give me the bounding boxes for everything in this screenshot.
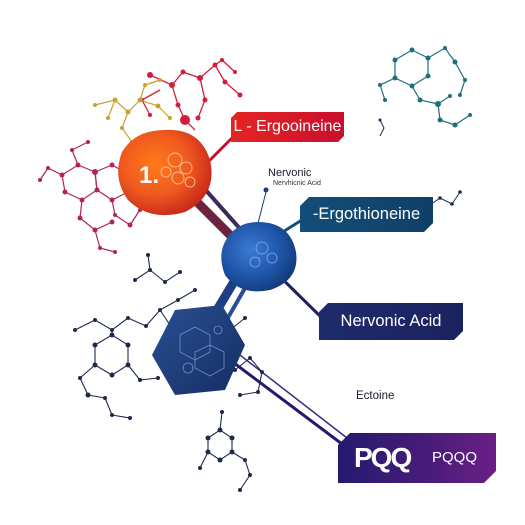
- label-ergothioneine: -Ergothioneine: [300, 197, 433, 232]
- node-number: 1.: [139, 162, 160, 189]
- annotation-ectoine: Ectoine: [356, 390, 395, 402]
- label-nervonic-acid-text: Nervonic Acid: [340, 312, 442, 330]
- label-pqq-text: PQQQ: [432, 449, 478, 466]
- pqq-logo: PQQ: [354, 442, 411, 473]
- annotation-nervonic-sub: Nervhicnic Acid: [273, 180, 321, 187]
- blue-node: [221, 222, 297, 292]
- label-ergothioneine-text: -Ergothioneine: [312, 205, 421, 223]
- label-l-ergothioneine-text: L - Ergooineine: [233, 118, 342, 135]
- label-pqq: PQQ PQQQ: [338, 433, 496, 483]
- annotation-nervonic: Nervonic: [268, 167, 312, 179]
- navy-molecule-network: [73, 253, 264, 492]
- label-l-ergothioneine: L - Ergooineine: [231, 112, 344, 142]
- navy-hexagon-node: [152, 305, 245, 395]
- orange-node: [118, 129, 212, 216]
- teal-molecule-top-right: [378, 46, 472, 128]
- red-molecule-top: [140, 58, 243, 131]
- gold-molecule: [93, 78, 172, 144]
- label-nervonic-acid: Nervonic Acid: [319, 303, 463, 340]
- small-molecule-right: [378, 118, 462, 207]
